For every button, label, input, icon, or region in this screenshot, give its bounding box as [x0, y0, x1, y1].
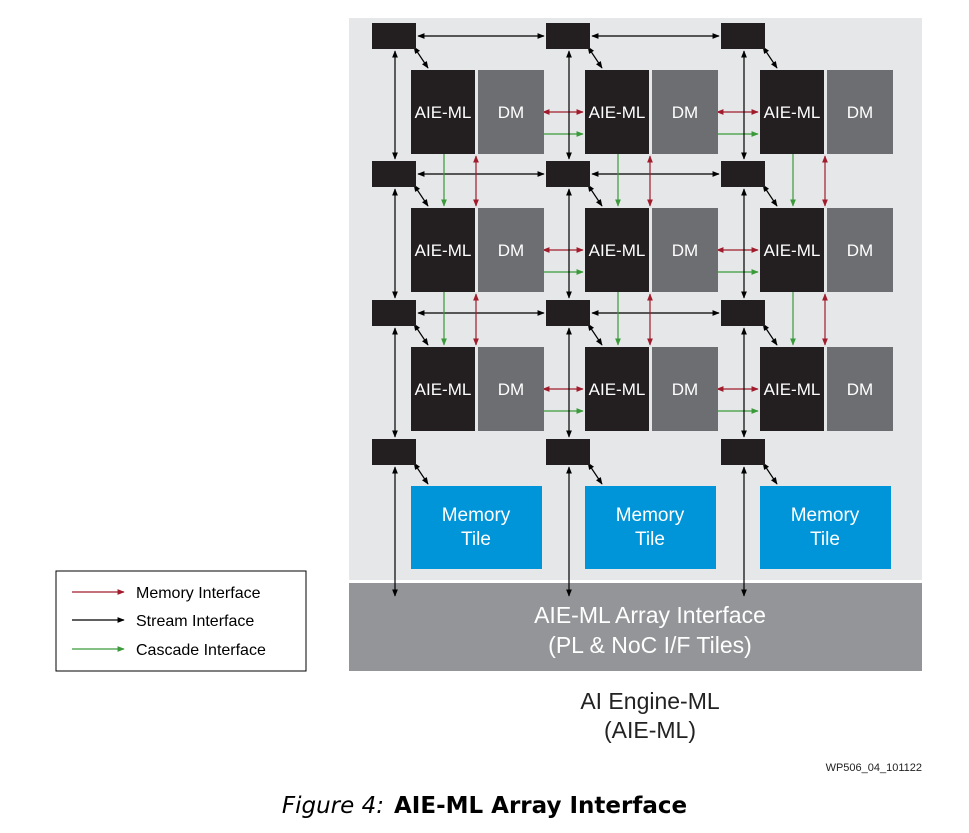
aie-ml-core-tile [760, 70, 824, 154]
stream-diagonal-arrow [762, 462, 778, 485]
stream-switch [372, 23, 416, 49]
aie-ml-core-label: AIE-ML [764, 241, 821, 260]
memory-tile [585, 486, 716, 569]
aie-ml-core-label: AIE-ML [764, 380, 821, 399]
data-memory-tile [827, 208, 893, 292]
legend-stream-label: Stream Interface [136, 613, 254, 630]
legend-cascade-label: Cascade Interface [136, 642, 266, 659]
engine-label-line2: (AIE-ML) [604, 717, 696, 743]
data-memory-label: DM [672, 103, 698, 122]
memory-tile-label-line1: Memory [616, 505, 685, 526]
memory-tile [411, 486, 542, 569]
data-memory-tile [478, 347, 544, 431]
stream-switch [372, 439, 416, 465]
stream-diagonal-arrow [762, 46, 778, 69]
engine-label-line1: AI Engine-ML [580, 688, 720, 714]
figure-caption: Figure 4: AIE-ML Array Interface [0, 793, 969, 819]
aie-ml-core-tile [411, 347, 475, 431]
aie-ml-core-label: AIE-ML [415, 241, 472, 260]
stream-diagonal-arrow [762, 184, 778, 207]
data-memory-tile [652, 347, 718, 431]
data-memory-label: DM [847, 241, 873, 260]
legend-memory-label: Memory Interface [136, 585, 261, 602]
aie-ml-core-tile [411, 208, 475, 292]
memory-tile [760, 486, 891, 569]
stream-diagonal-arrow [762, 323, 778, 346]
memory-tile-label-line1: Memory [791, 505, 860, 526]
document-id: WP506_04_101122 [826, 762, 922, 774]
figure-number: Figure 4: [281, 793, 384, 819]
data-memory-tile [827, 347, 893, 431]
data-memory-label: DM [498, 380, 524, 399]
stream-diagonal-arrow [587, 184, 603, 207]
memory-tile-label-line2: Tile [810, 529, 840, 550]
stream-diagonal-arrow [413, 46, 429, 69]
array-interface-line1: AIE-ML Array Interface [534, 602, 766, 628]
array-interface-line2: (PL & NoC I/F Tiles) [548, 632, 752, 658]
stream-diagonal-arrow [413, 323, 429, 346]
data-memory-tile [478, 208, 544, 292]
data-memory-tile [652, 70, 718, 154]
stream-switch [546, 300, 590, 326]
figure-title: AIE-ML Array Interface [394, 793, 688, 819]
data-memory-label: DM [498, 103, 524, 122]
stream-switch [721, 161, 765, 187]
stream-switch [372, 300, 416, 326]
data-memory-tile [652, 208, 718, 292]
data-memory-label: DM [847, 103, 873, 122]
stream-switch [546, 439, 590, 465]
aie-ml-core-tile [585, 70, 649, 154]
data-memory-label: DM [672, 241, 698, 260]
aie-ml-core-label: AIE-ML [415, 380, 472, 399]
aie-ml-core-tile [760, 208, 824, 292]
stream-diagonal-arrow [587, 323, 603, 346]
stream-diagonal-arrow [587, 462, 603, 485]
aie-ml-core-label: AIE-ML [415, 103, 472, 122]
aie-ml-core-label: AIE-ML [589, 103, 646, 122]
aie-ml-core-label: AIE-ML [589, 241, 646, 260]
memory-tile-label-line1: Memory [442, 505, 511, 526]
data-memory-label: DM [847, 380, 873, 399]
data-memory-tile [827, 70, 893, 154]
stream-switch [546, 161, 590, 187]
aie-ml-core-tile [585, 208, 649, 292]
data-memory-label: DM [498, 241, 524, 260]
stream-diagonal-arrow [413, 184, 429, 207]
aie-ml-core-tile [411, 70, 475, 154]
aie-ml-core-tile [585, 347, 649, 431]
stream-diagonal-arrow [413, 462, 429, 485]
aie-ml-core-label: AIE-ML [764, 103, 821, 122]
data-memory-tile [478, 70, 544, 154]
aie-ml-core-label: AIE-ML [589, 380, 646, 399]
stream-switch [721, 23, 765, 49]
stream-switch [372, 161, 416, 187]
stream-switch [721, 300, 765, 326]
memory-tile-label-line2: Tile [461, 529, 491, 550]
legend-box [55, 570, 307, 672]
stream-switch [546, 23, 590, 49]
stream-switch [721, 439, 765, 465]
array-interface-block [349, 583, 922, 671]
memory-tile-label-line2: Tile [635, 529, 665, 550]
data-memory-label: DM [672, 380, 698, 399]
stream-diagonal-arrow [587, 46, 603, 69]
aie-ml-core-tile [760, 347, 824, 431]
